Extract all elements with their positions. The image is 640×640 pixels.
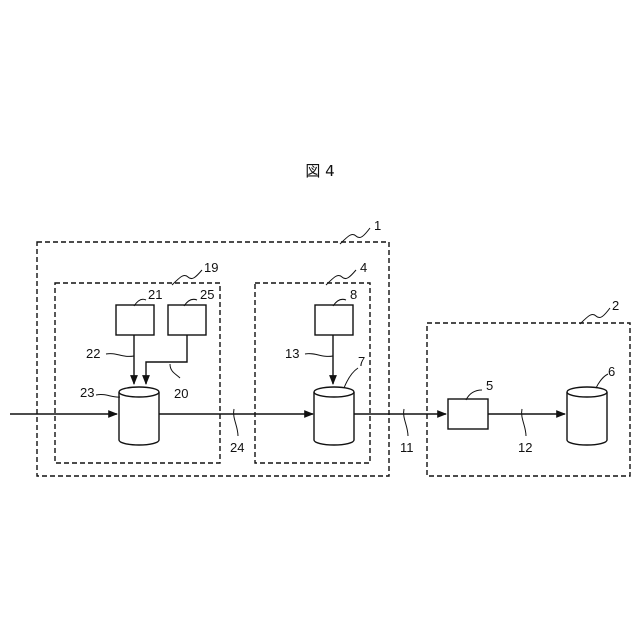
link-12-leader xyxy=(522,409,526,436)
storage-7-label: 7 xyxy=(358,354,365,369)
unit-19-label: 19 xyxy=(204,260,218,275)
system-2-leader xyxy=(580,308,610,324)
link-11-label: 11 xyxy=(400,440,414,455)
block-25-label: 25 xyxy=(200,287,214,302)
link-20-label: 20 xyxy=(174,386,188,401)
link-24-leader xyxy=(234,409,238,436)
storage-7-leader xyxy=(344,368,358,388)
storage-7 xyxy=(314,387,354,445)
figure-title: 図 4 xyxy=(305,162,334,180)
storage-23-leader xyxy=(96,395,120,398)
block-25 xyxy=(168,305,206,335)
storage-6-leader xyxy=(596,374,608,388)
link-13-label: 13 xyxy=(285,346,299,361)
storage-23-label: 23 xyxy=(80,385,94,400)
link-22-leader xyxy=(106,354,134,357)
block-5-label: 5 xyxy=(486,378,493,393)
block-21-label: 21 xyxy=(148,287,162,302)
system-1-label: 1 xyxy=(374,218,381,233)
link-20-leader xyxy=(170,364,180,378)
link-20 xyxy=(146,335,187,384)
link-24-label: 24 xyxy=(230,440,244,455)
link-22-label: 22 xyxy=(86,346,100,361)
link-13-leader xyxy=(305,354,333,357)
link-12-label: 12 xyxy=(518,440,532,455)
system-2-label: 2 xyxy=(612,298,619,313)
link-11-leader xyxy=(404,409,408,436)
unit-4-label: 4 xyxy=(360,260,367,275)
storage-6 xyxy=(567,387,607,445)
block-5 xyxy=(448,399,488,429)
storage-6-label: 6 xyxy=(608,364,615,379)
block-8-label: 8 xyxy=(350,287,357,302)
storage-23 xyxy=(119,387,159,445)
block-8 xyxy=(315,305,353,335)
block-21 xyxy=(116,305,154,335)
